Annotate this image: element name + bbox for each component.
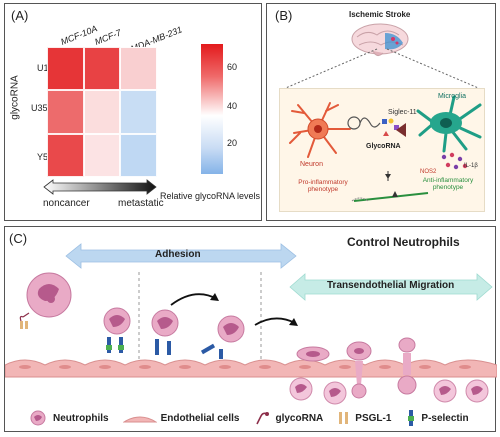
gradient-arrow xyxy=(43,179,157,195)
stroke-scene: Neuron GlycoRNA Siglec-11 Microglia NOS2… xyxy=(279,88,485,212)
panel-a-label: (A) xyxy=(11,8,29,23)
colorbar-tick-60: 60 xyxy=(227,62,238,72)
adhesion-arrow xyxy=(65,243,297,269)
legend-label: Endothelial cells xyxy=(160,412,240,424)
psgl1-icon xyxy=(339,412,349,424)
p-selectin-icon xyxy=(106,337,124,353)
legend-label: glycoRNA xyxy=(275,412,324,424)
balance-icon xyxy=(351,171,429,202)
panel-c-title: Control Neutrophils xyxy=(347,235,460,249)
heatmap-cell-U35a-MCF-10A xyxy=(47,90,84,134)
neuron-label: Neuron xyxy=(300,161,323,168)
siglec-receptor-icon xyxy=(396,123,406,137)
p-selectin-icon xyxy=(408,410,415,426)
pro-inflammatory-label: Pro-inflammatory phenotype xyxy=(298,179,348,193)
neutrophil-icon xyxy=(103,307,131,335)
heatmap-cell-U1-MCF-7 xyxy=(83,47,121,91)
panel-c: (C) Control Neutrophils Adhesion Transen… xyxy=(4,226,497,432)
arrow-label-noncancer: noncancer xyxy=(43,198,90,209)
legend-item-neutrophils: Neutrophils xyxy=(27,410,109,426)
siglec-label: Siglec-11 xyxy=(388,109,417,116)
panel-b-label: (B) xyxy=(275,8,293,23)
neutrophil-icon xyxy=(465,379,489,403)
endothelial-cell-icon xyxy=(122,416,157,423)
heatmap-cell-Y5-MCF-7 xyxy=(83,133,121,177)
heatmap-cell-U1-MDA-MB-231 xyxy=(120,47,157,91)
legend-label: PSGL-1 xyxy=(355,412,392,424)
zoom-lines xyxy=(280,48,484,91)
row-label-y5: Y5 xyxy=(37,152,49,162)
neutrophil-icon xyxy=(30,410,46,426)
heatmap-cell-U1-MCF-10A xyxy=(47,47,84,91)
panel-c-label: (C) xyxy=(9,231,28,246)
migration-arrow xyxy=(289,273,493,301)
cytokine-dots-icon xyxy=(441,152,468,170)
neutrophil-icon xyxy=(323,381,347,405)
adhesion-label: Adhesion xyxy=(155,249,201,260)
colorbar-tick-40: 40 xyxy=(227,101,238,111)
microglia-label: Microglia xyxy=(438,93,467,100)
legend-item-psgl1: PSGL-1 xyxy=(337,410,391,426)
panel-b-title: Ischemic Stroke xyxy=(349,10,411,19)
panel-a: (A) glycoRNA MCF-10A MCF-7 MDA-MB-231 U1… xyxy=(4,3,262,221)
glycorna-label: GlycoRNA xyxy=(366,143,401,150)
panel-b: (B) Ischemic Stroke Neuron GlycoR xyxy=(266,3,496,221)
colorbar xyxy=(201,44,223,174)
microglia-icon xyxy=(416,95,482,153)
glycorna-icon xyxy=(19,312,30,322)
legend-label: P-selectin xyxy=(421,412,469,424)
legend: Neutrophils Endothelial cells glycoRNA P… xyxy=(27,409,487,427)
neutrophil-icon xyxy=(217,315,245,343)
neutrophil-migration-scene xyxy=(5,272,497,405)
brain-icon xyxy=(351,23,409,57)
neutrophil-icon xyxy=(296,346,330,362)
y-axis-label: glycoRNA xyxy=(9,75,21,120)
arrow-label-metastatic: metastatic xyxy=(118,198,164,209)
migration-label: Transendothelial Migration xyxy=(327,280,455,291)
endothelium-layer xyxy=(5,359,497,378)
neutrophil-icon xyxy=(151,309,179,337)
legend-item-glycorna: glycoRNA xyxy=(253,410,323,426)
synapse-glycorna-icon xyxy=(347,116,399,136)
neuron-icon xyxy=(289,102,351,158)
nos2-label: NOS2 xyxy=(420,169,437,175)
neutrophil-icon xyxy=(397,337,417,395)
motion-arrow xyxy=(170,293,218,306)
anti-inflammatory-label: Anti-inflammatory phenotype xyxy=(422,177,474,191)
neutrophil-icon xyxy=(346,341,372,399)
heatmap xyxy=(47,47,157,177)
motion-arrow xyxy=(254,317,296,326)
legend-label: Neutrophils xyxy=(53,412,109,424)
column-label-mcf10a: MCF-10A xyxy=(59,23,99,47)
il-label: IL-1β xyxy=(464,163,478,169)
neutrophil-icon xyxy=(433,379,457,403)
row-label-u35a: U35a xyxy=(31,103,53,113)
legend-item-endothelial: Endothelial cells xyxy=(122,412,240,424)
legend-item-p-selectin: P-selectin xyxy=(405,409,469,427)
glycorna-icon xyxy=(256,412,270,425)
heatmap-cell-Y5-MCF-10A xyxy=(47,133,84,177)
psgl1-icon xyxy=(20,321,23,329)
colorbar-label: Relative glycoRNA levels xyxy=(160,191,261,201)
neutrophil-icon xyxy=(26,272,72,318)
row-label-u1: U1 xyxy=(37,63,49,73)
heatmap-cell-U35a-MCF-7 xyxy=(83,90,121,134)
heatmap-cell-U35a-MDA-MB-231 xyxy=(120,90,157,134)
neutrophil-icon xyxy=(289,377,313,401)
heatmap-cell-Y5-MDA-MB-231 xyxy=(120,133,157,177)
colorbar-tick-20: 20 xyxy=(227,138,238,148)
